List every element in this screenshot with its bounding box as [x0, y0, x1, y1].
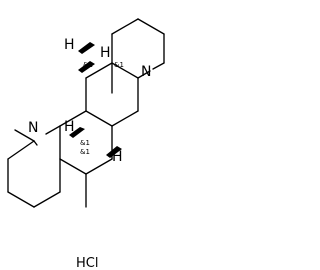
bond-left-ring-nitrogen — [33, 140, 38, 146]
chemical-structure: N N H H H H &1 &1 &1 &1 HCl — [7, 18, 165, 270]
hashed-bond-top-right — [78, 61, 95, 73]
stereo-bonds — [69, 42, 122, 158]
hydrogen-lower-label: H — [64, 119, 75, 135]
stereo-top-right-label: &1 — [114, 61, 124, 69]
hydrogen-right-label: H — [112, 149, 123, 165]
nitrogen-right-label: N — [141, 64, 151, 80]
bond-lower-center-right — [85, 110, 113, 127]
hashed-bond-bottom-right — [106, 146, 122, 158]
bond-right-ring-nitrogen-right — [137, 70, 151, 79]
hashed-bond-bottom-left — [69, 127, 85, 138]
salt-label: HCl — [76, 256, 98, 270]
bond-upper-bridge-center — [85, 62, 113, 79]
bond-right-ring-nitrogen-left — [111, 62, 139, 79]
stereo-top-center-label: &1 — [83, 61, 93, 69]
bond-right-ring-top — [137, 18, 165, 35]
bond-left-ring-bottom-right — [33, 191, 61, 208]
bond-lower-junction-right — [59, 158, 87, 175]
hashed-bond-top-left — [78, 42, 95, 54]
bond-right-ring-top-left — [111, 18, 139, 35]
hydrogen-top-label: H — [64, 37, 75, 53]
bond-lower-right-diagonal — [85, 158, 113, 175]
bond-right-nitrogen-lower-left — [111, 110, 139, 127]
bond-left-ring-top — [7, 140, 35, 160]
hydrogen-mid-label: H — [100, 45, 111, 61]
bond-left-ring-bottom-left — [7, 191, 35, 208]
skeletal-bonds — [7, 18, 165, 208]
bond-right-ring-right-lower — [152, 62, 165, 70]
bond-left-ring-top-left — [14, 129, 35, 142]
stereo-lower-left-label: &1 — [80, 148, 90, 156]
bond-lower-left-nitrogen — [45, 125, 61, 135]
atom-labels: N N H H H H &1 &1 &1 &1 HCl — [28, 37, 151, 270]
stereo-lower-right-label: &1 — [80, 139, 90, 147]
bond-lower-center-left — [59, 110, 87, 127]
nitrogen-left-label: N — [28, 120, 38, 136]
